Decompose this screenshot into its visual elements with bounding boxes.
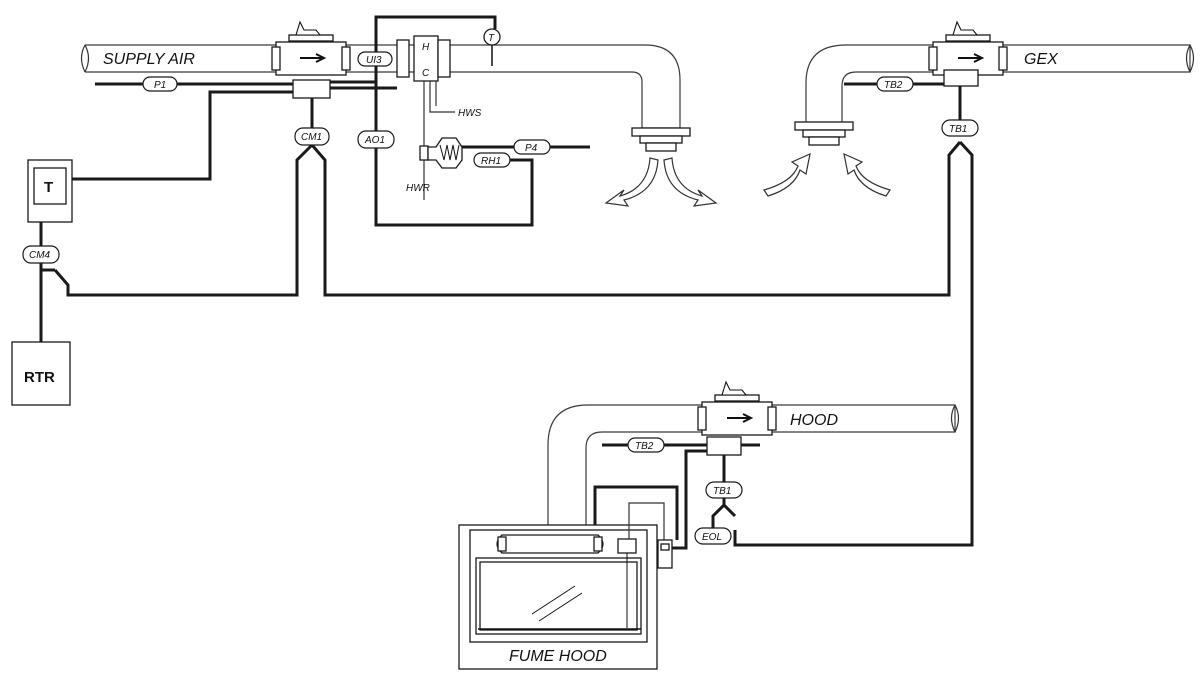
svg-text:TB1: TB1 xyxy=(713,486,731,497)
room-thermostat xyxy=(27,159,73,223)
gex-damper xyxy=(928,20,1008,76)
point-cm4: CM4 xyxy=(22,245,60,264)
sash-sensor xyxy=(617,502,665,628)
hood-label: HOOD xyxy=(790,412,838,429)
exhaust-grille xyxy=(794,121,854,146)
exhaust-airflow-arrows xyxy=(763,152,891,197)
svg-text:CM1: CM1 xyxy=(301,132,322,143)
svg-text:TB2: TB2 xyxy=(635,441,654,452)
svg-text:TB1: TB1 xyxy=(949,124,967,135)
duct-temp-sensor xyxy=(483,28,501,66)
hood-monitor xyxy=(657,539,673,569)
point-ui3: UI3 xyxy=(357,51,393,67)
hwr-label: HWR xyxy=(406,183,430,194)
svg-text:AO1: AO1 xyxy=(364,135,385,146)
point-eol: EOL xyxy=(694,527,732,545)
point-rh1: RH1 xyxy=(473,152,511,168)
point-cm1: CM1 xyxy=(294,127,330,146)
rtr-controller xyxy=(11,341,71,406)
point-tb1-gex: TB1 xyxy=(941,119,979,137)
svg-text:CM4: CM4 xyxy=(29,250,51,261)
gex-duct xyxy=(805,44,1195,128)
hood-controller-box xyxy=(706,436,742,456)
gex-label: GEX xyxy=(1024,51,1059,68)
point-tb2-gex: TB2 xyxy=(876,76,914,92)
supply-diffuser xyxy=(631,127,691,152)
thermostat-label: T xyxy=(44,179,53,196)
svg-text:EOL: EOL xyxy=(702,532,722,543)
point-tb2-hood: TB2 xyxy=(627,437,665,453)
point-p4: P4 xyxy=(513,139,551,155)
supply-airflow-arrows xyxy=(604,157,718,207)
supply-controller-box xyxy=(292,79,331,99)
svg-text:TB2: TB2 xyxy=(884,80,903,91)
rtr-label: RTR xyxy=(24,369,55,386)
fume-hood-label: FUME HOOD xyxy=(509,648,607,665)
coil-cold-label: C xyxy=(422,68,430,79)
hws-label: HWS xyxy=(458,108,482,119)
supply-air-label: SUPPLY AIR xyxy=(103,51,195,68)
duct-temp-label: T xyxy=(488,33,495,44)
control-wiring xyxy=(39,15,974,550)
point-ao1: AO1 xyxy=(357,130,395,149)
reheat-coil xyxy=(396,35,451,82)
svg-text:P1: P1 xyxy=(154,80,166,91)
point-tb1-hood: TB1 xyxy=(705,481,743,499)
svg-text:P4: P4 xyxy=(525,143,538,154)
supply-damper xyxy=(271,20,351,76)
hood-damper xyxy=(697,380,777,436)
gex-controller-box xyxy=(943,69,979,87)
svg-text:RH1: RH1 xyxy=(481,156,501,167)
point-p1: P1 xyxy=(142,76,178,92)
reheat-valve-actuator xyxy=(427,137,463,169)
svg-text:UI3: UI3 xyxy=(366,55,382,66)
coil-hot-label: H xyxy=(422,42,430,53)
